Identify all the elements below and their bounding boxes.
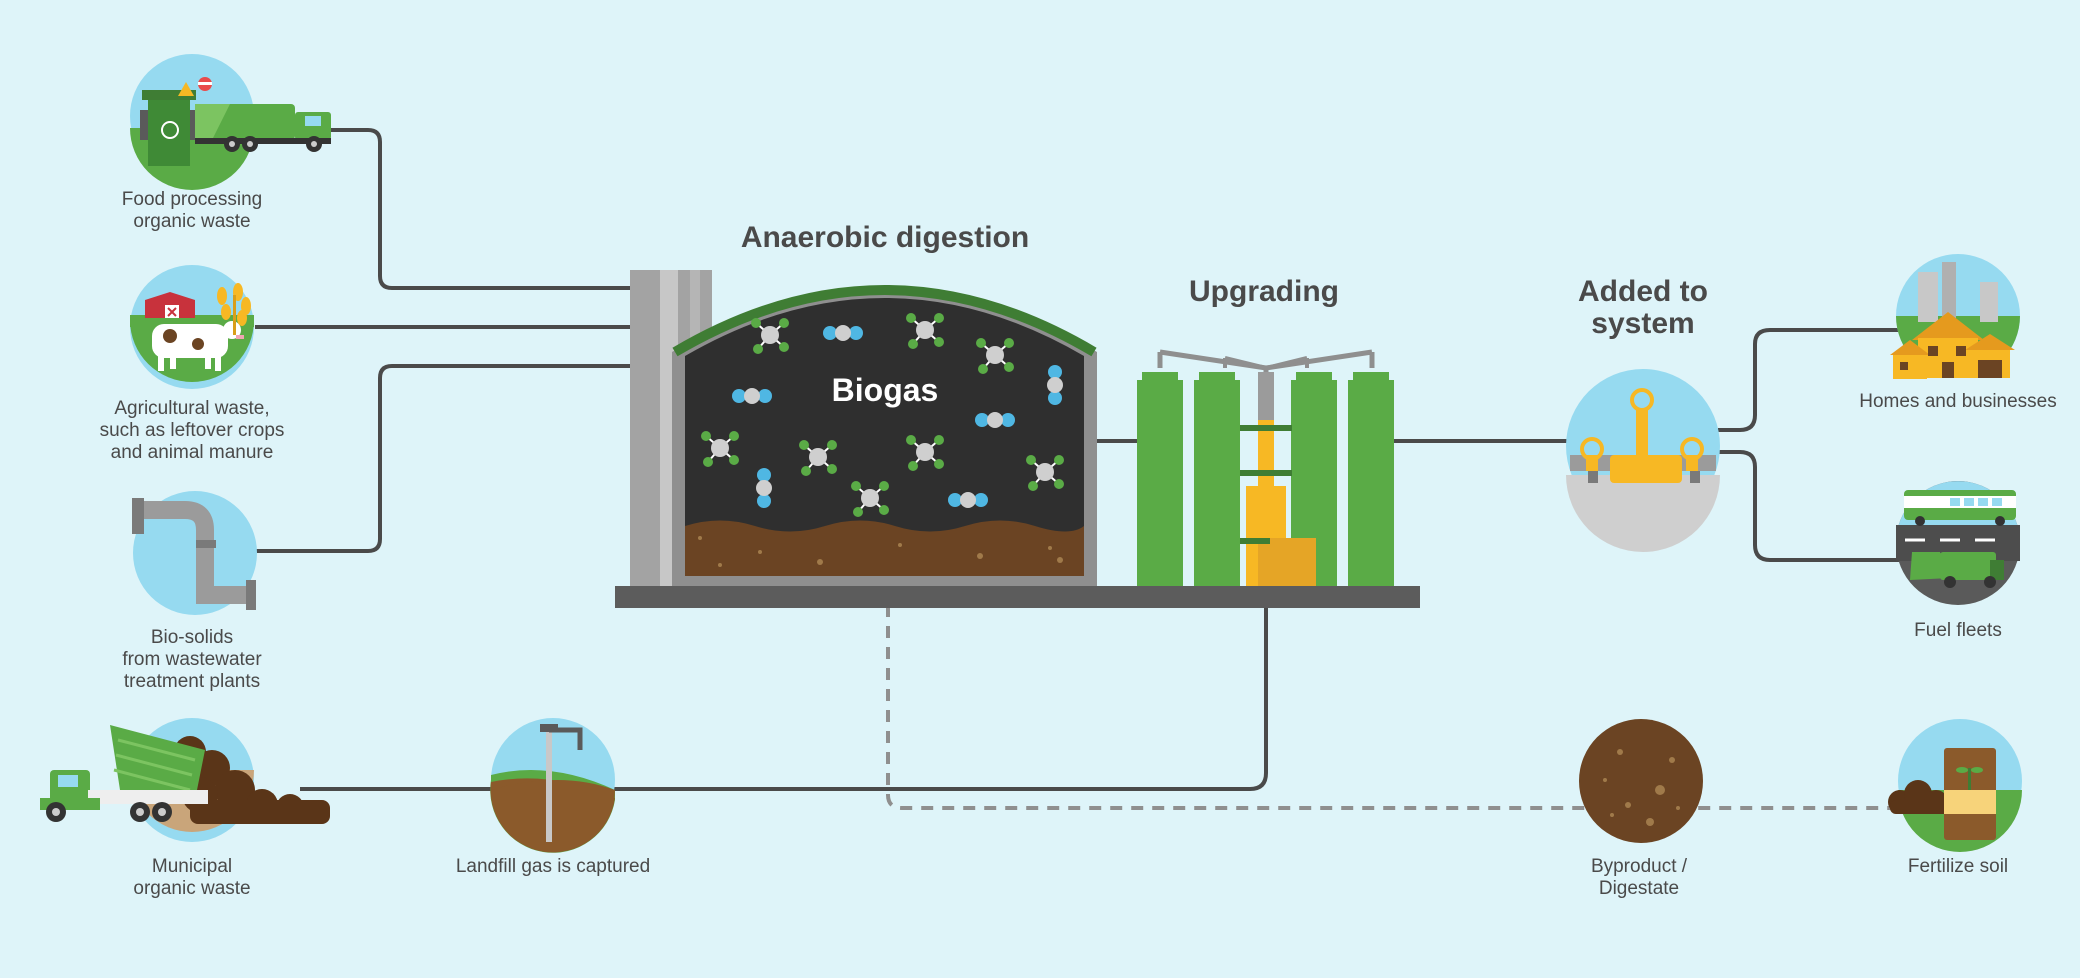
landfill-to-upgrading-line	[613, 596, 1268, 791]
upgrading-title: Upgrading	[1189, 275, 1339, 308]
municipal-waste-illustration	[40, 718, 330, 842]
fertilize-soil-label: Fertilize soil	[1907, 856, 2009, 877]
co2-molecule	[732, 388, 772, 404]
system-to-fleets-line	[1718, 450, 1905, 562]
biosolids-label: Bio-solids from wastewater treatment pla…	[122, 627, 261, 693]
biosolids-to-digester-line	[255, 364, 632, 553]
digestate-dashed-line	[886, 605, 1900, 810]
municipal-waste-label-line-2: organic waste	[133, 878, 251, 899]
fuel-fleets-illustration	[1896, 481, 2020, 605]
co2-molecule	[975, 412, 1015, 428]
added-to-system-line-1: Added to	[1578, 275, 1708, 308]
fuel-fleets-label: Fuel fleets	[1914, 620, 2002, 641]
agricultural-waste-label: Agricultural waste, such as leftover cro…	[100, 398, 285, 464]
byproduct-digestate-label-line-2: Digestate	[1598, 878, 1680, 899]
biosolids-illustration	[132, 491, 257, 615]
methane-molecule	[851, 481, 889, 517]
agricultural-waste-label-line-2: such as leftover crops	[99, 420, 285, 441]
methane-molecule	[799, 440, 837, 476]
system-to-homes-line	[1718, 328, 1900, 432]
fertilize-soil-illustration	[1888, 719, 2022, 852]
food-waste-label-line-1: Food processing	[121, 189, 263, 210]
agricultural-waste-label-line-1: Agricultural waste,	[114, 398, 270, 419]
food-waste-label: Food processing organic waste	[122, 189, 262, 233]
food-waste-illustration	[130, 54, 331, 190]
biosolids-label-line-1: Bio-solids	[150, 627, 234, 648]
co2-molecule	[823, 325, 863, 341]
digestate-illustration	[1579, 719, 1703, 843]
co2-molecule	[756, 468, 772, 508]
municipal-waste-label: Municipal organic waste	[133, 856, 250, 900]
connector-lines	[255, 128, 1905, 791]
homes-illustration	[1890, 254, 2020, 379]
agricultural-waste-label-line-3: and animal manure	[110, 442, 274, 463]
methane-molecule	[906, 435, 944, 471]
added-to-system-line-2: system	[1591, 307, 1695, 340]
co2-molecule	[948, 492, 988, 508]
biogas-molecules	[701, 313, 1064, 517]
co2-molecule	[1047, 365, 1063, 405]
byproduct-digestate-label: Byproduct / Digestate	[1591, 856, 1687, 900]
biosolids-label-line-3: treatment plants	[123, 671, 261, 692]
agricultural-waste-illustration	[130, 265, 254, 389]
food-to-digester-line	[330, 128, 632, 290]
homes-businesses-label: Homes and businesses	[1859, 391, 2057, 412]
added-to-system-title: Added to system	[1578, 276, 1708, 340]
methane-molecule	[701, 431, 739, 467]
upgrading-unit	[1137, 349, 1394, 586]
methane-molecule	[751, 318, 789, 354]
landfill-gas-label: Landfill gas is captured	[455, 856, 651, 877]
pipeline-system-illustration	[1566, 369, 1720, 552]
methane-molecule	[976, 338, 1014, 374]
methane-molecule	[1026, 455, 1064, 491]
municipal-waste-label-line-1: Municipal	[151, 856, 233, 877]
byproduct-digestate-label-line-1: Byproduct /	[1590, 856, 1688, 877]
methane-molecule	[906, 313, 944, 349]
food-waste-label-line-2: organic waste	[133, 211, 251, 232]
anaerobic-digestion-title: Anaerobic digestion	[740, 221, 1030, 254]
biosolids-label-line-2: from wastewater	[122, 649, 262, 670]
biogas-label: Biogas	[831, 372, 939, 408]
landfill-illustration	[490, 718, 615, 853]
